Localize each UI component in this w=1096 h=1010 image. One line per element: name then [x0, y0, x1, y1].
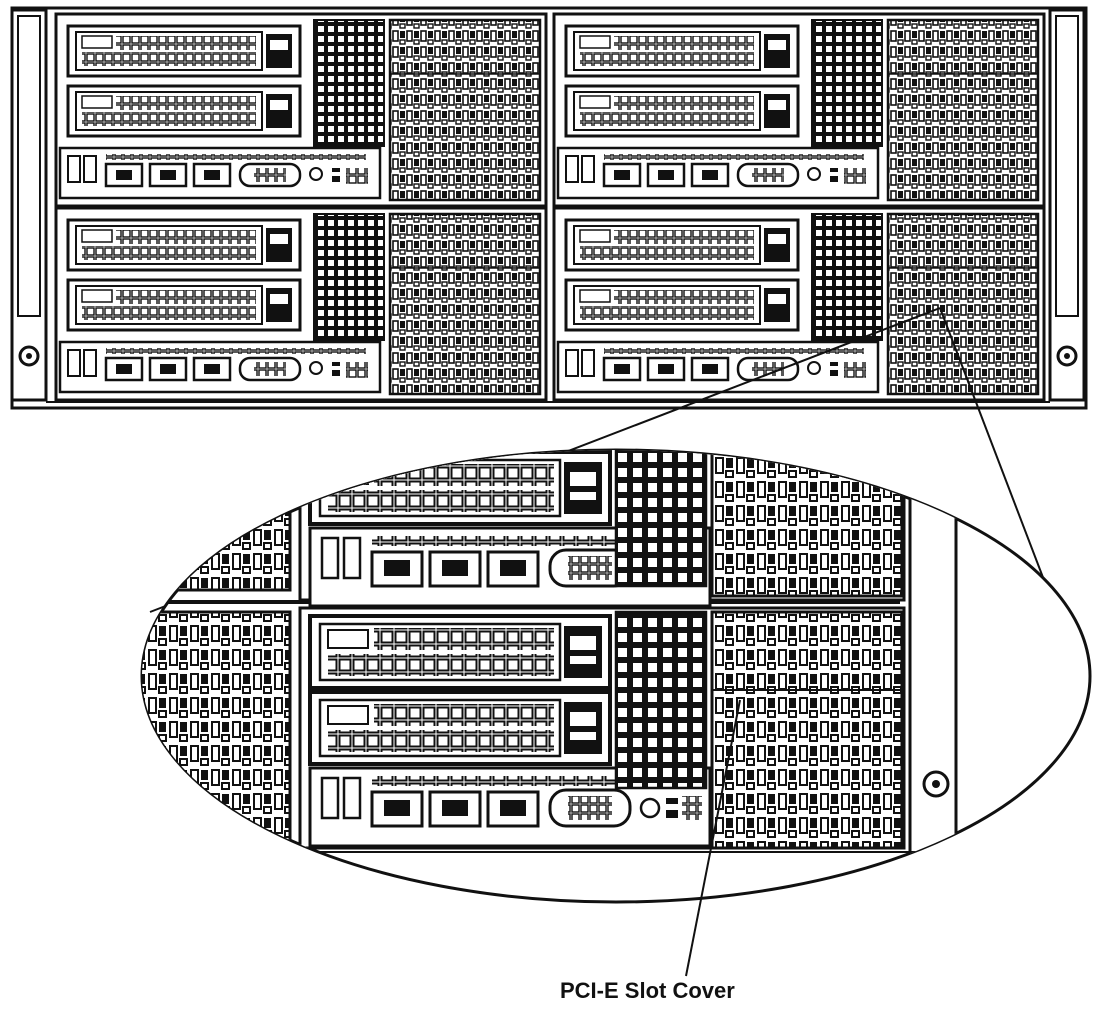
zoom-drive-tray-2 [308, 614, 612, 690]
pci-e-slot-cover [710, 610, 904, 850]
left-rack-ear [10, 8, 48, 402]
zoom-rack-ear [908, 468, 958, 862]
zoom-lower-node [298, 606, 906, 850]
zoom-drive-tray-1 [308, 450, 612, 526]
right-rack-ear [1048, 8, 1086, 402]
pci-e-slot-cover-label: PCI-E Slot Cover [560, 978, 735, 1003]
magnified-view [140, 448, 1092, 904]
server-node-3 [56, 208, 546, 400]
server-chassis [10, 6, 1088, 410]
zoom-drive-tray-3 [308, 690, 612, 766]
zoom-vent-1 [614, 450, 708, 588]
zoom-upper-node [298, 450, 906, 608]
neighbour-node-top [142, 468, 292, 592]
server-node-4 [554, 208, 1044, 400]
server-node-1 [56, 14, 546, 206]
zoom-vent-2 [614, 610, 708, 790]
neighbour-node-bottom [142, 610, 292, 854]
callout-leader-line [685, 699, 741, 977]
server-node-2 [554, 14, 1044, 206]
